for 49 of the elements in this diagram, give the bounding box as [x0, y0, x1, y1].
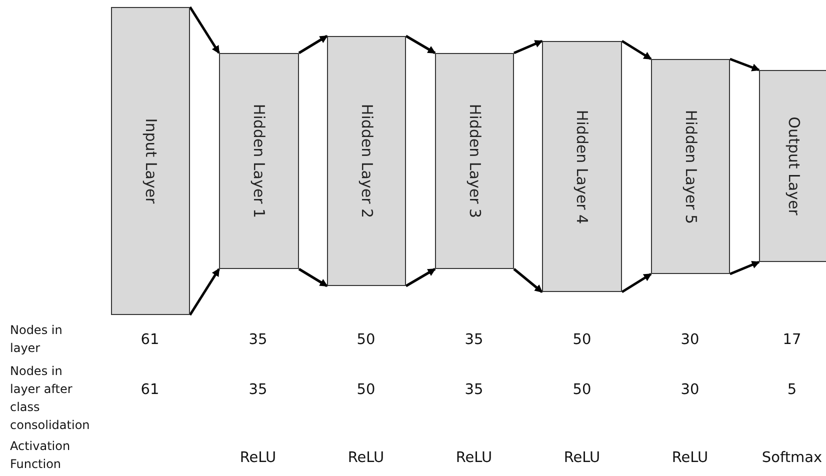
arrow — [621, 40, 652, 60]
table-value: ReLU — [240, 450, 276, 466]
layer-label: Hidden Layer 4 — [573, 109, 591, 224]
layer-label: Output Layer — [785, 116, 803, 216]
layer-box — [435, 53, 514, 269]
table-value: ReLU — [672, 450, 708, 466]
layer-box — [111, 7, 190, 315]
layer-label: Hidden Layer 1 — [250, 104, 268, 218]
row-header: Nodes in layer — [10, 322, 64, 357]
table-value: 35 — [248, 382, 268, 398]
arrow — [188, 268, 220, 316]
table-value: Softmax — [762, 450, 822, 466]
arrow — [513, 268, 543, 293]
table-value: 35 — [248, 332, 268, 348]
table-value: 50 — [356, 332, 376, 348]
table-value: 61 — [140, 332, 160, 348]
table-value: 35 — [464, 332, 484, 348]
layer-box — [327, 36, 406, 286]
table-value: 50 — [572, 332, 592, 348]
table-value: ReLU — [456, 450, 492, 466]
layer-box — [219, 53, 299, 269]
table-value: 35 — [464, 382, 484, 398]
arrow — [730, 260, 760, 276]
layer-label: Hidden Layer 2 — [358, 104, 376, 218]
row-header: Nodes in layer after class consolidation — [10, 363, 91, 434]
layer-label: Input Layer — [142, 118, 160, 204]
layer-box — [651, 59, 730, 274]
table-value: 50 — [572, 382, 592, 398]
table-value: 17 — [782, 332, 802, 348]
row-header: Activation Function — [10, 438, 72, 473]
layer-label: Hidden Layer 5 — [682, 109, 700, 224]
arrow — [298, 268, 328, 288]
table-value: 61 — [140, 382, 160, 398]
table-value: 50 — [356, 382, 376, 398]
table-value: 5 — [787, 382, 797, 398]
arrow — [730, 58, 760, 72]
layer-label: Hidden Layer 3 — [466, 104, 484, 218]
arrow — [621, 272, 652, 294]
arrow — [188, 6, 220, 54]
arrow — [405, 268, 436, 288]
layer-box — [759, 70, 826, 262]
arrow — [298, 34, 328, 54]
table-value: 30 — [680, 382, 700, 398]
arrow — [514, 40, 543, 54]
table-value: ReLU — [348, 450, 384, 466]
table-value: 30 — [680, 332, 700, 348]
layer-box — [542, 41, 622, 292]
arrow — [405, 34, 436, 54]
table-value: ReLU — [564, 450, 600, 466]
